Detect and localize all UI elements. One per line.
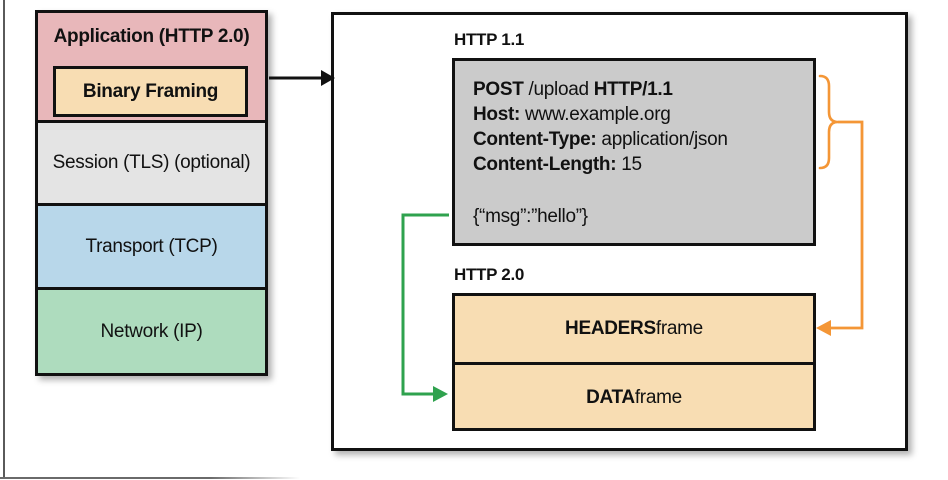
content-type-header-name: Content-Type: bbox=[473, 129, 597, 150]
request-line-content-length: Content-Length: 15 bbox=[473, 152, 803, 177]
http11-label: HTTP 1.1 bbox=[454, 30, 525, 49]
page-border-bottom bbox=[0, 477, 300, 479]
host-header-value: www.example.org bbox=[520, 104, 671, 125]
host-header-name: Host: bbox=[473, 104, 521, 125]
http11-request-box: POST /upload HTTP/1.1 Host: www.example.… bbox=[452, 58, 816, 246]
request-line-content-type: Content-Type: application/json bbox=[473, 127, 803, 152]
protocol-stack: Application (HTTP 2.0) Binary Framing Se… bbox=[35, 10, 268, 376]
http20-label: HTTP 2.0 bbox=[454, 265, 525, 284]
application-layer-label: Application (HTTP 2.0) bbox=[53, 26, 250, 47]
request-body: {“msg”:”hello”} bbox=[473, 206, 588, 227]
content-length-header-name: Content-Length: bbox=[473, 154, 617, 175]
data-frame-row: DATA frame bbox=[455, 362, 813, 431]
session-layer-label: Session (TLS) (optional) bbox=[52, 152, 251, 173]
http-mapping-panel: HTTP 1.1 POST /upload HTTP/1.1 Host: www… bbox=[331, 12, 908, 451]
layer-application: Application (HTTP 2.0) Binary Framing bbox=[38, 13, 265, 120]
request-method: POST bbox=[473, 79, 524, 100]
layer-transport: Transport (TCP) bbox=[38, 203, 265, 287]
layer-session: Session (TLS) (optional) bbox=[38, 120, 265, 203]
binary-framing-label: Binary Framing bbox=[82, 80, 219, 102]
request-line-post: POST /upload HTTP/1.1 bbox=[473, 77, 803, 102]
request-line-host: Host: www.example.org bbox=[473, 102, 803, 127]
content-type-header-value: application/json bbox=[596, 129, 728, 150]
headers-frame-bold: HEADERS bbox=[565, 318, 656, 339]
content-length-header-value: 15 bbox=[616, 154, 642, 175]
binary-framing-box: Binary Framing bbox=[53, 66, 248, 117]
data-frame-bold: DATA bbox=[586, 387, 635, 408]
http2-frames-box: HEADERS frame DATA frame bbox=[452, 293, 816, 431]
headers-frame-rest: frame bbox=[655, 318, 703, 339]
page-border-left bbox=[3, 0, 5, 478]
request-path: /upload bbox=[523, 79, 594, 100]
network-layer-label: Network (IP) bbox=[100, 320, 203, 342]
headers-frame-row: HEADERS frame bbox=[455, 296, 813, 362]
request-version: HTTP/1.1 bbox=[593, 79, 673, 100]
transport-layer-label: Transport (TCP) bbox=[85, 235, 218, 257]
data-frame-rest: frame bbox=[634, 387, 682, 408]
layer-network: Network (IP) bbox=[38, 287, 265, 373]
